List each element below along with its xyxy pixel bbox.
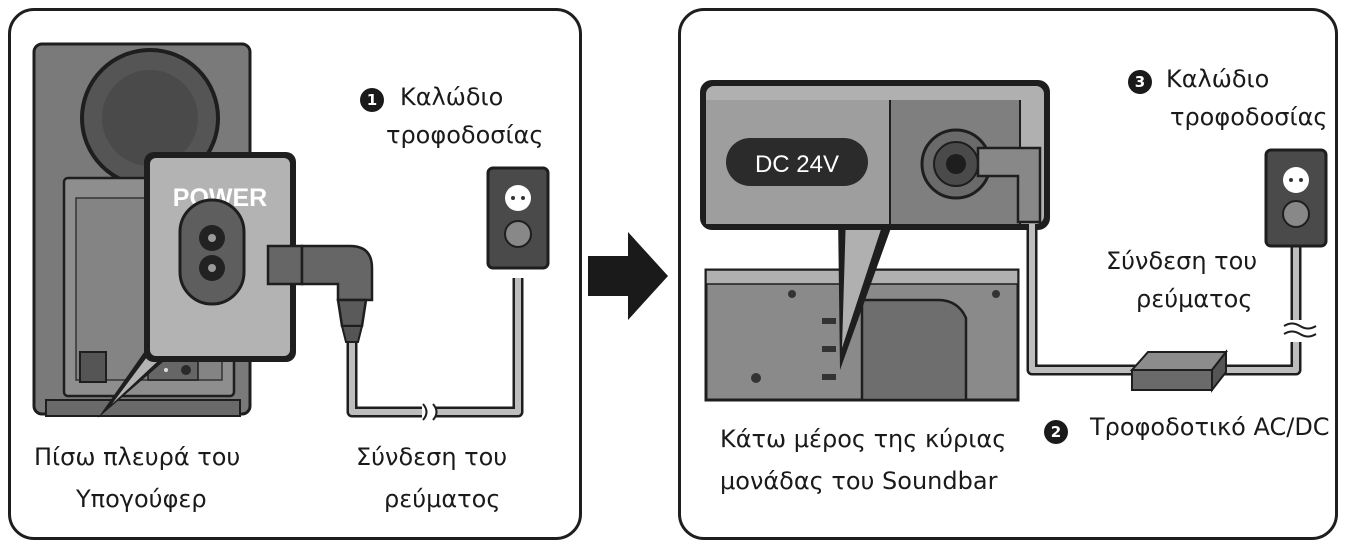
dc-callout: DC 24V [700,80,1050,230]
connection-label-line2: ρεύματος [1136,285,1253,313]
right-power-cable [1026,224,1317,376]
subwoofer-label-line2: Υπογούφερ [76,485,207,513]
power-cable-label-line2: τροφοδοσίας [1170,103,1328,131]
wall-outlet-icon [486,166,550,270]
iec-plug-icon [266,244,374,343]
cable-break-icon [422,403,438,421]
subwoofer-power-socket [79,351,107,383]
connection-label-line1: Σύνδεση του [1106,247,1258,275]
step-1-badge: 1 [360,88,384,112]
step-2-badge: 2 [1044,420,1068,444]
cable-break-icon [1283,322,1317,338]
wall-outlet-icon [1264,148,1328,248]
dc-jack-icon [920,128,992,200]
dc-plug-icon [976,146,1042,224]
adapter-label: Τροφοδοτικό AC/DC [1090,413,1330,441]
connection-label-line2: ρεύματος [384,485,501,513]
dc-callout-label: DC 24V [755,151,839,178]
subwoofer-label-line1: Πίσω πλευρά του [34,443,241,471]
arrow-right-icon [588,232,668,320]
soundbar-label-line2: μονάδας του Soundbar [720,467,998,495]
left-power-cable [346,278,524,421]
power-cable-label-line2: τροφοδοσίας [386,121,544,149]
connection-label-line1: Σύνδεση του [356,443,508,471]
soundbar-label-line1: Κάτω μέρος της κύριας [720,425,1007,453]
power-cable-label-line1: Καλώδιο [1166,65,1270,93]
power-callout: POWER [144,152,296,362]
step-3-badge: 3 [1128,70,1152,94]
power-cable-label-line1: Καλώδιο [400,83,504,111]
ac-dc-adapter-icon [1129,349,1229,393]
figure-eight-socket-icon [178,198,246,306]
